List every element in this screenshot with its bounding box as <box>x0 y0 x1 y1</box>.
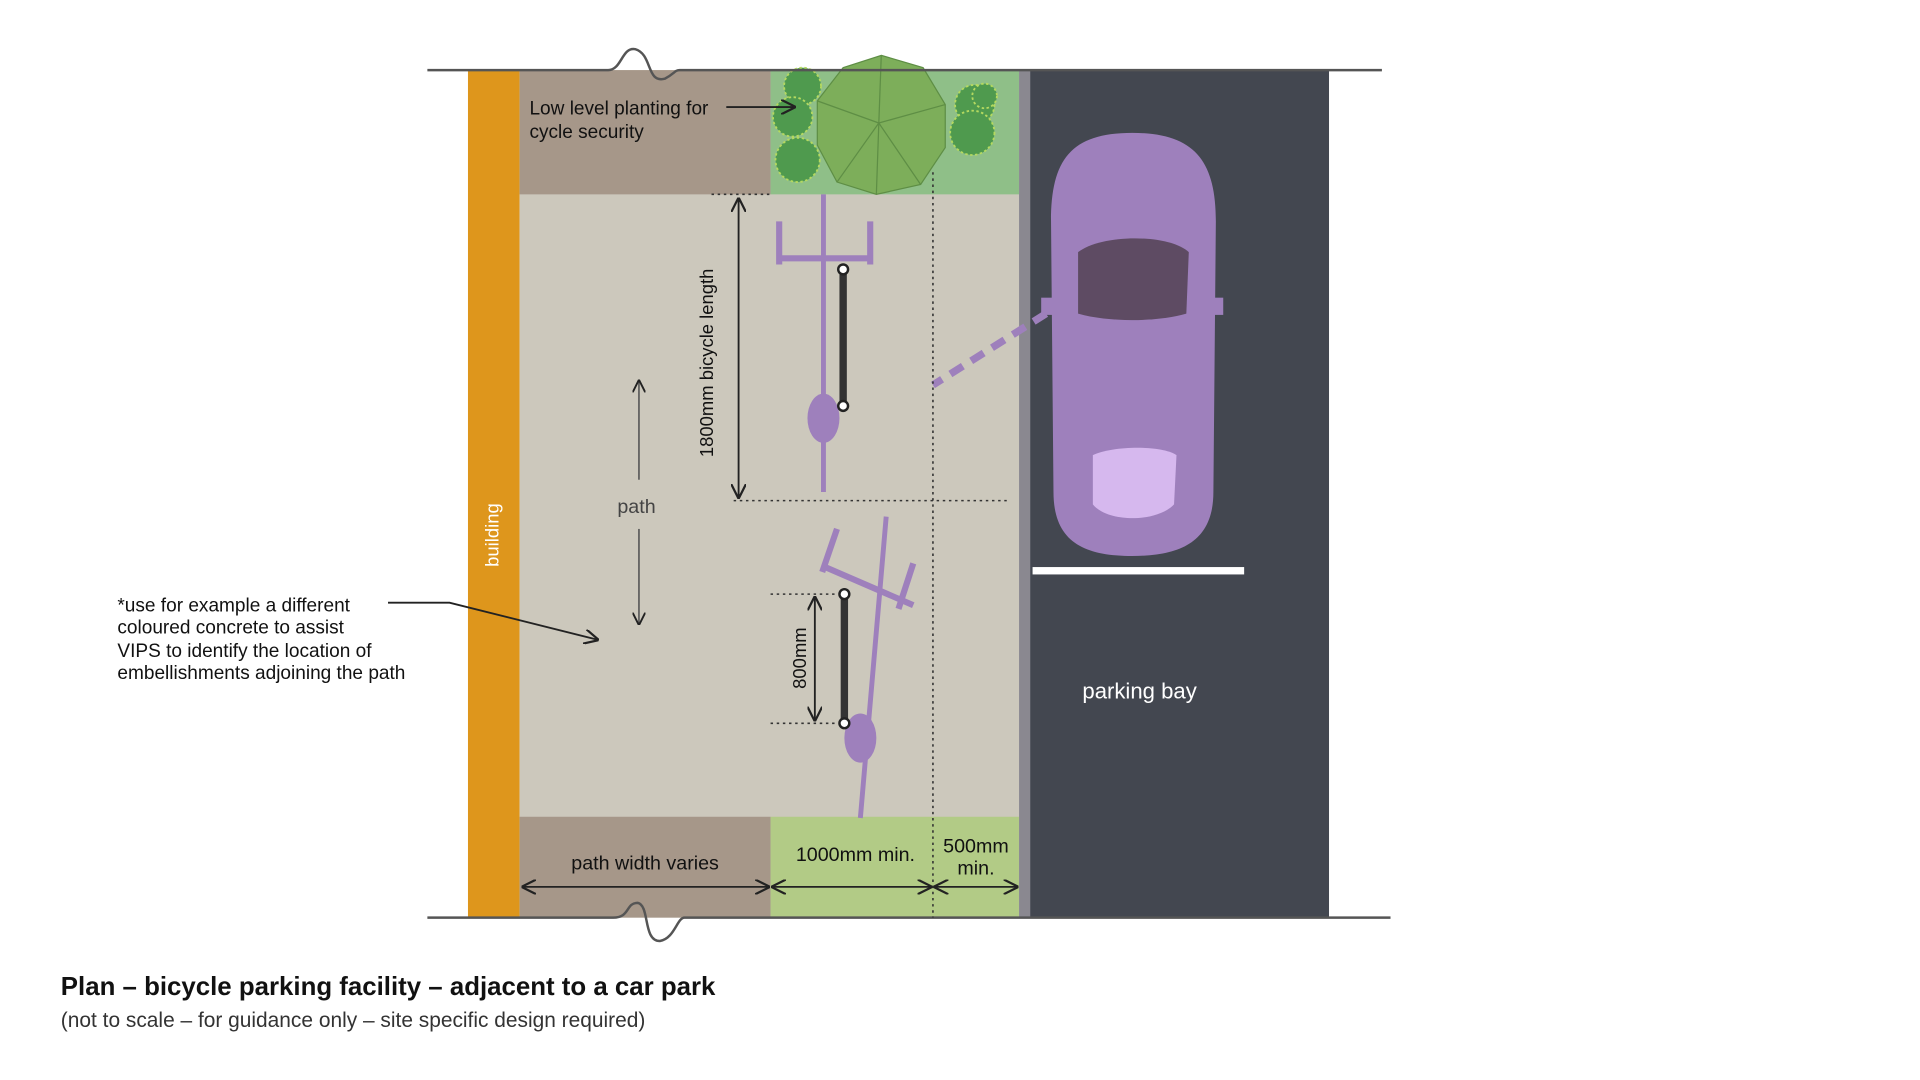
tree-branches <box>817 55 946 195</box>
path-area <box>519 70 1020 918</box>
bay-line <box>1032 567 1245 575</box>
bike-rack <box>838 587 851 730</box>
path-label: path <box>617 496 655 518</box>
path-width-label: path width varies <box>571 853 719 875</box>
kerb <box>1019 70 1031 918</box>
shrub-icons <box>772 66 998 183</box>
caption-subtitle: (not to scale – for guidance only – site… <box>61 1009 646 1032</box>
verge-bottom <box>770 816 1020 918</box>
parking-bay-label: parking bay <box>1082 679 1197 704</box>
bicycle-icon <box>776 194 874 493</box>
car-icon <box>1041 132 1224 556</box>
bicycle-icon <box>819 516 917 819</box>
dimension-lines <box>388 107 1017 887</box>
top-boundary <box>427 47 1382 81</box>
rack-length-label: 800mm <box>789 627 810 688</box>
bicycle-length-label: 1800mm bicycle length <box>696 269 717 458</box>
car-door-swing <box>930 310 1049 389</box>
bottom-boundary <box>427 901 1391 943</box>
soil-bottom <box>519 816 771 918</box>
tree-icon <box>816 54 946 195</box>
bike-rack <box>836 263 850 413</box>
dotted-guides <box>711 172 1010 918</box>
soil-top <box>519 70 771 195</box>
building-wall <box>467 70 520 918</box>
building-label: building <box>482 503 503 567</box>
min-1000-label: 1000mm min. <box>796 844 915 866</box>
caption-title: Plan – bicycle parking facility – adjace… <box>61 973 716 1001</box>
